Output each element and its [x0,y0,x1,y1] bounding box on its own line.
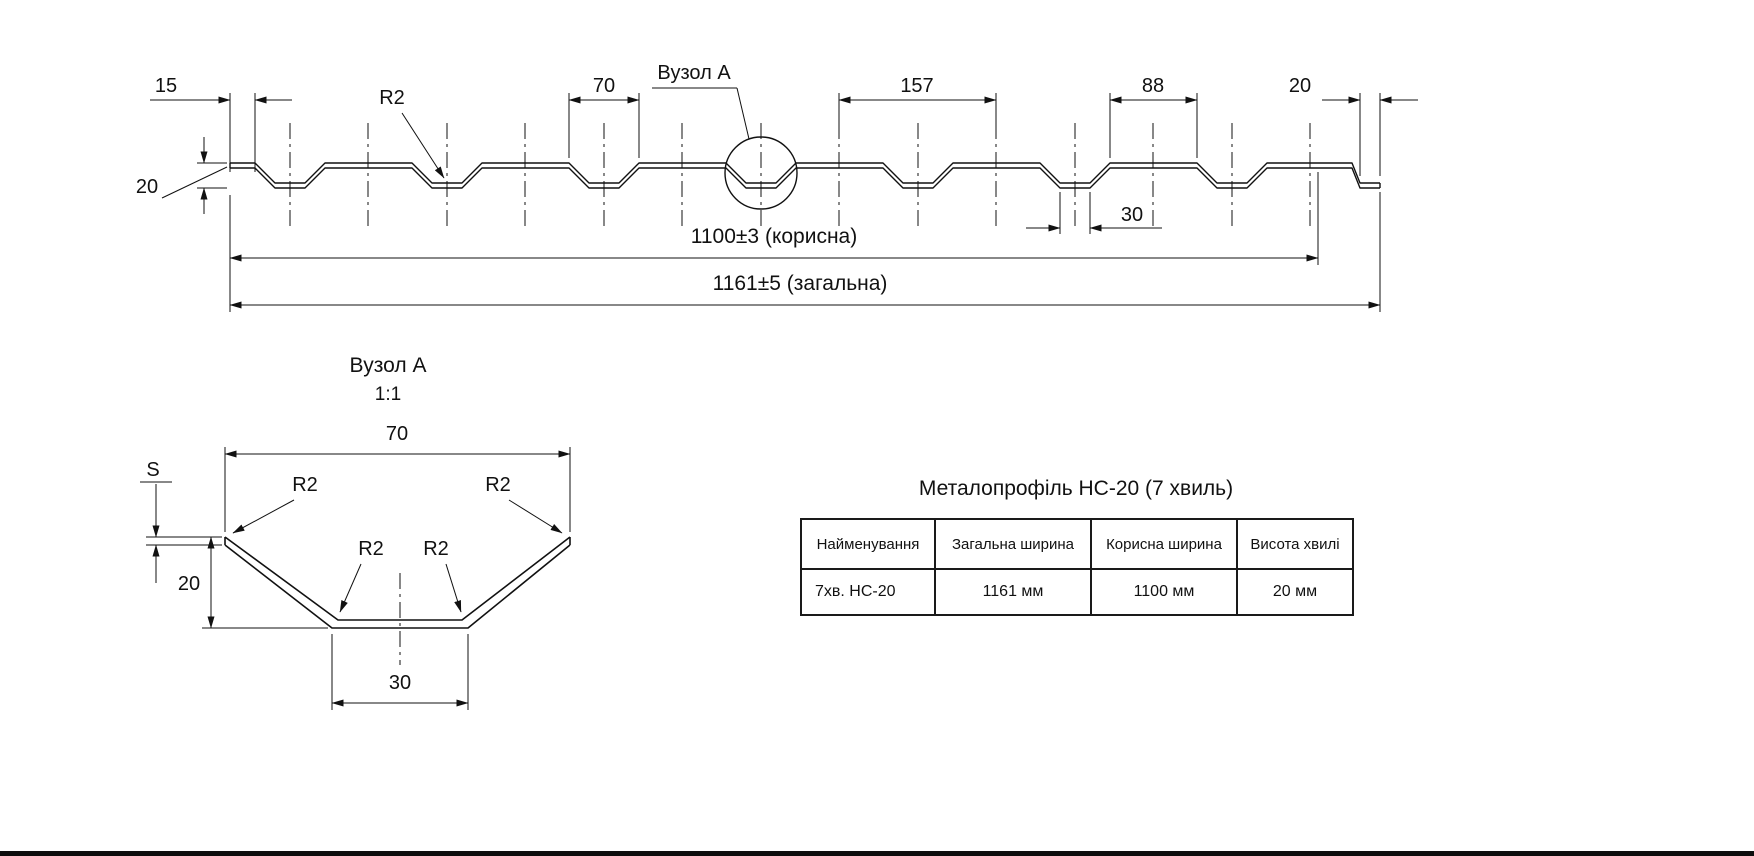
node-a-callout: Вузол А [652,62,798,210]
extension-lines [197,162,227,189]
detail-scale: 1:1 [375,384,401,405]
dim-detail-height: 20 [178,536,328,629]
dim-detail-top-width-label: 70 [386,423,408,445]
dim-flat-width: 88 [1109,75,1198,158]
cell-wave-height: 20 мм [1236,568,1354,616]
spec-table-title: Металопрофіль НС-20 (7 хвиль) [918,477,1234,500]
wave-centerlines [289,123,1311,228]
dim-profile-height-label: 20 [136,176,158,198]
dim-useful-width: 1100±3 (корисна) [229,172,1319,265]
dim-detail-bottom-width: 30 [331,634,469,710]
dim-edge-right: 20 [1289,75,1418,176]
header-useful-width: Корисна ширина [1090,518,1238,570]
header-name: Найменування [800,518,936,570]
extension-lines [1109,93,1198,158]
extension-lines [224,447,571,532]
dim-detail-top-width: 70 [224,423,571,532]
extension-lines [568,93,640,158]
bottom-border-line [0,851,1754,856]
leader-line [736,87,750,140]
dim-edge-right-label: 20 [1289,75,1311,97]
dim-edge-left: 15 [150,75,292,172]
dim-overall-width-label: 1161±5 (загальна) [713,272,888,295]
radius-tr-label: R2 [485,474,511,496]
node-a-callout-label: Вузол А [657,62,731,84]
dim-flat-width-label: 88 [1142,75,1164,97]
extension-lines [202,536,328,629]
dim-thickness-label: S [146,459,159,481]
dim-radius-label: R2 [379,87,405,109]
leader-line [232,499,295,534]
detail-sheet-outline [224,536,571,629]
dim-wave-top: 70 [568,75,640,158]
dim-pitch: 157 [838,75,997,125]
extension-lines [229,192,1381,312]
dim-overall-width: 1161±5 (загальна) [229,192,1381,312]
header-overall-width: Загальна ширина [934,518,1092,570]
dim-wave-bottom-label: 30 [1121,204,1143,226]
spec-table-data-row: 7хв. НС-20 1161 мм 1100 мм 20 мм [800,568,1354,616]
dim-radius-top: R2 [379,87,445,179]
profile-cross-section [229,123,1381,228]
cell-useful-width: 1100 мм [1090,568,1238,616]
extension-lines [838,93,997,125]
dim-profile-height: 20 [136,137,228,214]
leader-line [339,563,362,613]
leader-line [401,112,445,179]
dim-edge-left-label: 15 [155,75,177,97]
detail-radius-callouts: R2 R2 R2 R2 [232,474,563,613]
extension-lines [1359,93,1381,176]
profile-sheet-outline [229,162,1381,189]
spec-table-container: Найменування Загальна ширина Корисна шир… [800,518,1354,616]
dim-detail-height-label: 20 [178,573,200,595]
leader-line [508,499,563,534]
spec-table: Найменування Загальна ширина Корисна шир… [800,518,1354,616]
dim-wave-bottom-top: 30 [1026,192,1162,234]
extension-lines [331,634,469,710]
leader-line [445,563,462,613]
radius-tl-label: R2 [292,474,318,496]
detail-circle [724,136,798,210]
cell-overall-width: 1161 мм [934,568,1092,616]
radius-br-label: R2 [423,538,449,560]
header-wave-height: Висота хвилі [1236,518,1354,570]
dim-useful-width-label: 1100±3 (корисна) [691,225,857,248]
extension-lines [229,93,256,172]
cell-name: 7хв. НС-20 [800,568,936,616]
dim-thickness: S [140,459,222,583]
detail-node-a: Вузол А 1:1 70 S 20 R2 R2 [140,354,571,710]
dim-detail-bottom-width-label: 30 [389,672,411,694]
leader-line [161,166,228,199]
detail-title: Вузол А [350,354,427,377]
spec-table-header-row: Найменування Загальна ширина Корисна шир… [800,518,1354,570]
dim-wave-top-label: 70 [593,75,615,97]
radius-bl-label: R2 [358,538,384,560]
dim-pitch-label: 157 [900,75,933,97]
